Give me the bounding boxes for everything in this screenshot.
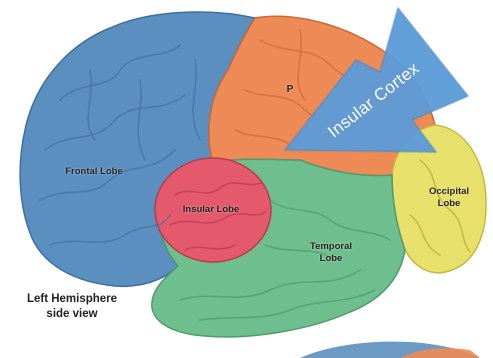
temporal-lobe-label: Temporal Lobe [296,241,366,265]
insular-lobe-label: Insular Lobe [166,204,256,215]
frontal-lobe-label: Frontal Lobe [54,166,134,177]
occipital-lobe-label: Occipital Lobe [414,186,484,210]
parietal-lobe-label: P [282,84,298,95]
hemisphere-caption: Left Hemisphere side view [12,292,132,322]
